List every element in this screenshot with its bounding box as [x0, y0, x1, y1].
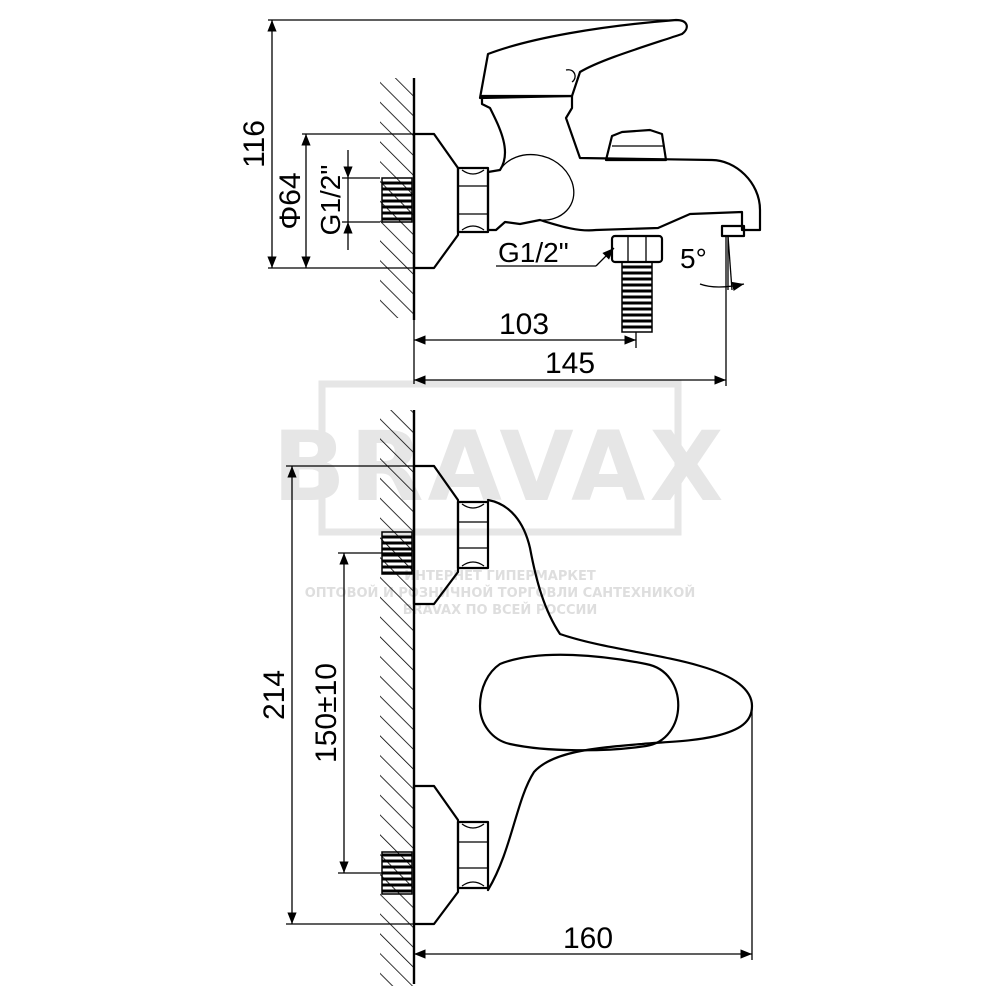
lever-handle-top — [478, 653, 680, 752]
dim-116-label: 116 — [238, 120, 271, 168]
dim-outlet-thread-side: G1/2" — [496, 237, 615, 268]
dim-5deg-label: 5° — [680, 243, 707, 274]
dim-outlet-g12-label: G1/2" — [498, 237, 569, 268]
dim-145: 145 — [414, 236, 727, 386]
wall-section-top — [380, 410, 416, 986]
lever-handle-pivot — [565, 69, 576, 83]
watermark-line-1: ИНТЕРНЕТ ГИПЕРМАРКЕТ — [404, 569, 596, 584]
top-view: 214 150±10 160 — [258, 410, 754, 986]
shower-outlet-side — [610, 234, 664, 333]
hex-nut-top-lower — [456, 820, 490, 890]
dim-inlet-thread-side: G1/2" — [315, 150, 380, 250]
mixer-body-side — [480, 94, 762, 232]
dim-103: 103 — [413, 308, 637, 384]
dim-214-label: 214 — [258, 670, 291, 720]
dim-spout-angle: 5° — [680, 235, 745, 292]
dim-160-label: 160 — [563, 922, 613, 955]
dim-150: 150±10 — [310, 552, 412, 874]
inlet-thread-side — [381, 177, 413, 223]
lever-handle-side — [478, 18, 688, 100]
hex-nut-side — [456, 166, 490, 234]
escutcheon-top-lower — [412, 784, 460, 926]
mixer-body-shading — [499, 153, 575, 221]
dim-160: 160 — [414, 706, 753, 960]
dim-103-label: 103 — [499, 308, 549, 341]
dim-phi64-label: Φ64 — [274, 172, 307, 229]
watermark: BRAVAX ИНТЕРНЕТ ГИПЕРМАРКЕТ ОПТОВОЙ И РО… — [273, 380, 728, 618]
hex-nut-top-upper — [456, 500, 490, 570]
dim-145-label: 145 — [545, 347, 595, 380]
watermark-line-2: ОПТОВОЙ И РОЗНИЧНОЙ ТОРГОВЛИ САНТЕХНИКОЙ — [305, 585, 696, 601]
side-view: 116 Φ64 G1/2" G1/2" 5° — [238, 18, 762, 386]
dim-height-side: 116 — [238, 19, 676, 269]
escutcheon-side — [412, 132, 460, 270]
watermark-brand: BRAVAX — [273, 411, 728, 523]
dim-150-label: 150±10 — [310, 663, 343, 763]
mixer-body-top — [486, 498, 754, 892]
dim-inlet-g12-label: G1/2" — [315, 165, 346, 236]
escutcheon-top-upper — [412, 464, 460, 606]
dim-diameter-side: Φ64 — [274, 133, 414, 268]
dim-214: 214 — [258, 465, 414, 925]
diverter-knob-side — [604, 128, 668, 162]
spout-aerator-side — [720, 224, 746, 238]
